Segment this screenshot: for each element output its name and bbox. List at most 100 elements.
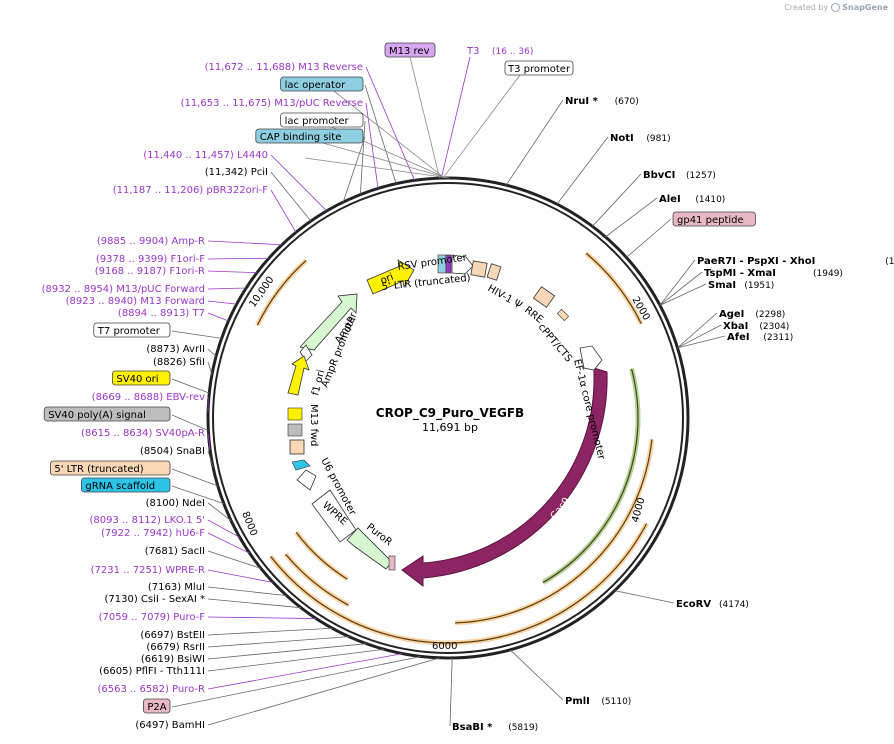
leader-line (365, 102, 379, 189)
right-site-position: (1257) (686, 171, 716, 181)
ltr-box[interactable] (445, 254, 452, 274)
m13fwd-grey-box[interactable] (287, 423, 303, 437)
left-site-label: (11,653 .. 11,675) M13/pUC Reverse (181, 98, 363, 109)
arc-left-low-2[interactable] (295, 531, 348, 580)
left-site-label: (9378 .. 9399) F1ori-F (96, 254, 205, 265)
right-site-name: BbvCI (643, 170, 675, 181)
left-tag-label: SV40 ori (116, 374, 158, 385)
right-site-position: (2298) (755, 310, 785, 320)
hiv-psi-box[interactable] (470, 260, 488, 278)
t3-position: (16 .. 36) (492, 47, 533, 57)
ltr-arrow[interactable] (451, 254, 474, 275)
cppt-box[interactable] (556, 308, 570, 322)
right-site-position: (5110) (601, 697, 631, 707)
left-site-label: (7922 .. 7942) hU6-F (101, 528, 205, 539)
right-site-position: (2311) (763, 333, 793, 343)
leader-line (171, 378, 210, 394)
left-tag-box[interactable] (142, 698, 171, 714)
leader-line (207, 653, 403, 690)
leader-line (270, 171, 312, 222)
f1ori-arrow[interactable] (287, 355, 310, 396)
top-leader-line (304, 157, 450, 179)
top-leader-line (442, 74, 521, 179)
arc-left-low[interactable] (285, 553, 349, 606)
ltr-left-box[interactable] (289, 439, 305, 455)
leader-line (171, 485, 224, 504)
m13fwd-label: M13 fwd (308, 404, 319, 446)
left-site-label: (8504) SnaBI (140, 446, 205, 457)
leader-line (342, 136, 366, 203)
arc-green-1[interactable] (542, 368, 639, 584)
leader-line (207, 240, 282, 246)
hiv-psi-box-2[interactable] (486, 263, 502, 281)
ampr-arrow[interactable] (299, 293, 358, 351)
ef1a-arrow[interactable] (579, 345, 603, 371)
leader-line (207, 648, 385, 672)
leader-line (171, 468, 218, 487)
ori-arrow[interactable] (366, 259, 415, 295)
leader-line (605, 197, 658, 238)
left-tag-box[interactable] (43, 406, 171, 422)
backbone-inner (212, 182, 684, 654)
leader-line (207, 348, 217, 357)
right-site-name: NotI (610, 133, 634, 144)
left-tag-box[interactable] (93, 322, 171, 338)
top-leader-line (329, 87, 445, 179)
arc-long-1[interactable] (455, 439, 653, 624)
m13fwd-yellow-box[interactable] (287, 407, 303, 421)
u6-promoter-arrow[interactable] (296, 469, 317, 491)
leader-line (207, 550, 262, 569)
m13rev-label: M13 rev (389, 46, 430, 57)
tick-8000: 8000 (239, 510, 259, 538)
left-site-label: (8873) AvrII (146, 344, 205, 355)
left-site-label: (8923 .. 8940) M13 Forward (66, 296, 205, 307)
arc-long-2[interactable] (270, 523, 648, 644)
leader-line (677, 312, 718, 349)
left-tag-box[interactable] (280, 112, 364, 128)
leader-line (677, 335, 726, 349)
tick-6000: 6000 (432, 641, 457, 652)
leader-line (365, 66, 415, 181)
left-tag-box[interactable] (280, 76, 364, 92)
left-site-label: (8615 .. 8634) SV40pA-R (81, 428, 205, 439)
leader-line (364, 84, 397, 184)
left-tag-box[interactable] (50, 460, 171, 476)
leader-line (659, 283, 707, 306)
right-site-position: (670) (615, 97, 639, 107)
left-tag-box[interactable] (81, 477, 171, 493)
snapgene-credit: Created by SnapGene (784, 3, 888, 12)
leader-line (171, 330, 222, 339)
right-site-position: (1951) (744, 281, 774, 291)
right-site-position: (4174) (719, 600, 749, 610)
credit-prefix: Created by (784, 3, 829, 12)
m13rev-tag[interactable]: M13 rev (384, 42, 436, 58)
arc-left-up[interactable] (256, 260, 307, 326)
left-tag-label: SV40 poly(A) signal (48, 410, 146, 421)
leader-line (505, 99, 564, 186)
leader-line (509, 649, 564, 701)
leader-line (207, 257, 269, 260)
right-site-name: NruI * (565, 96, 599, 107)
left-tag-box[interactable] (255, 128, 364, 144)
left-site-label: (7681) SacII (145, 546, 205, 557)
left-site-label: (11,440 .. 11,457) L4440 (143, 150, 268, 161)
leader-line (659, 271, 703, 306)
left-tag-label: 5' LTR (truncated) (54, 464, 143, 475)
ori-label: ori (379, 272, 395, 287)
arc-gp41[interactable] (585, 252, 642, 325)
cas9-arrow[interactable] (401, 367, 608, 588)
left-tag-box[interactable] (112, 370, 171, 386)
leader-lines (171, 56, 726, 727)
grna-scaffold-arrow[interactable] (291, 459, 311, 471)
t3-label: T3 (466, 46, 479, 57)
p2a-marker[interactable] (388, 555, 396, 571)
right-tag-box[interactable] (672, 211, 756, 227)
leader-line (207, 270, 258, 274)
rre-box[interactable] (532, 286, 556, 308)
right-site-position: (1949) (813, 269, 843, 279)
leader-line (207, 636, 350, 648)
t3-promoter-tag[interactable]: T3 promoter (504, 60, 574, 76)
leader-line (171, 414, 209, 431)
